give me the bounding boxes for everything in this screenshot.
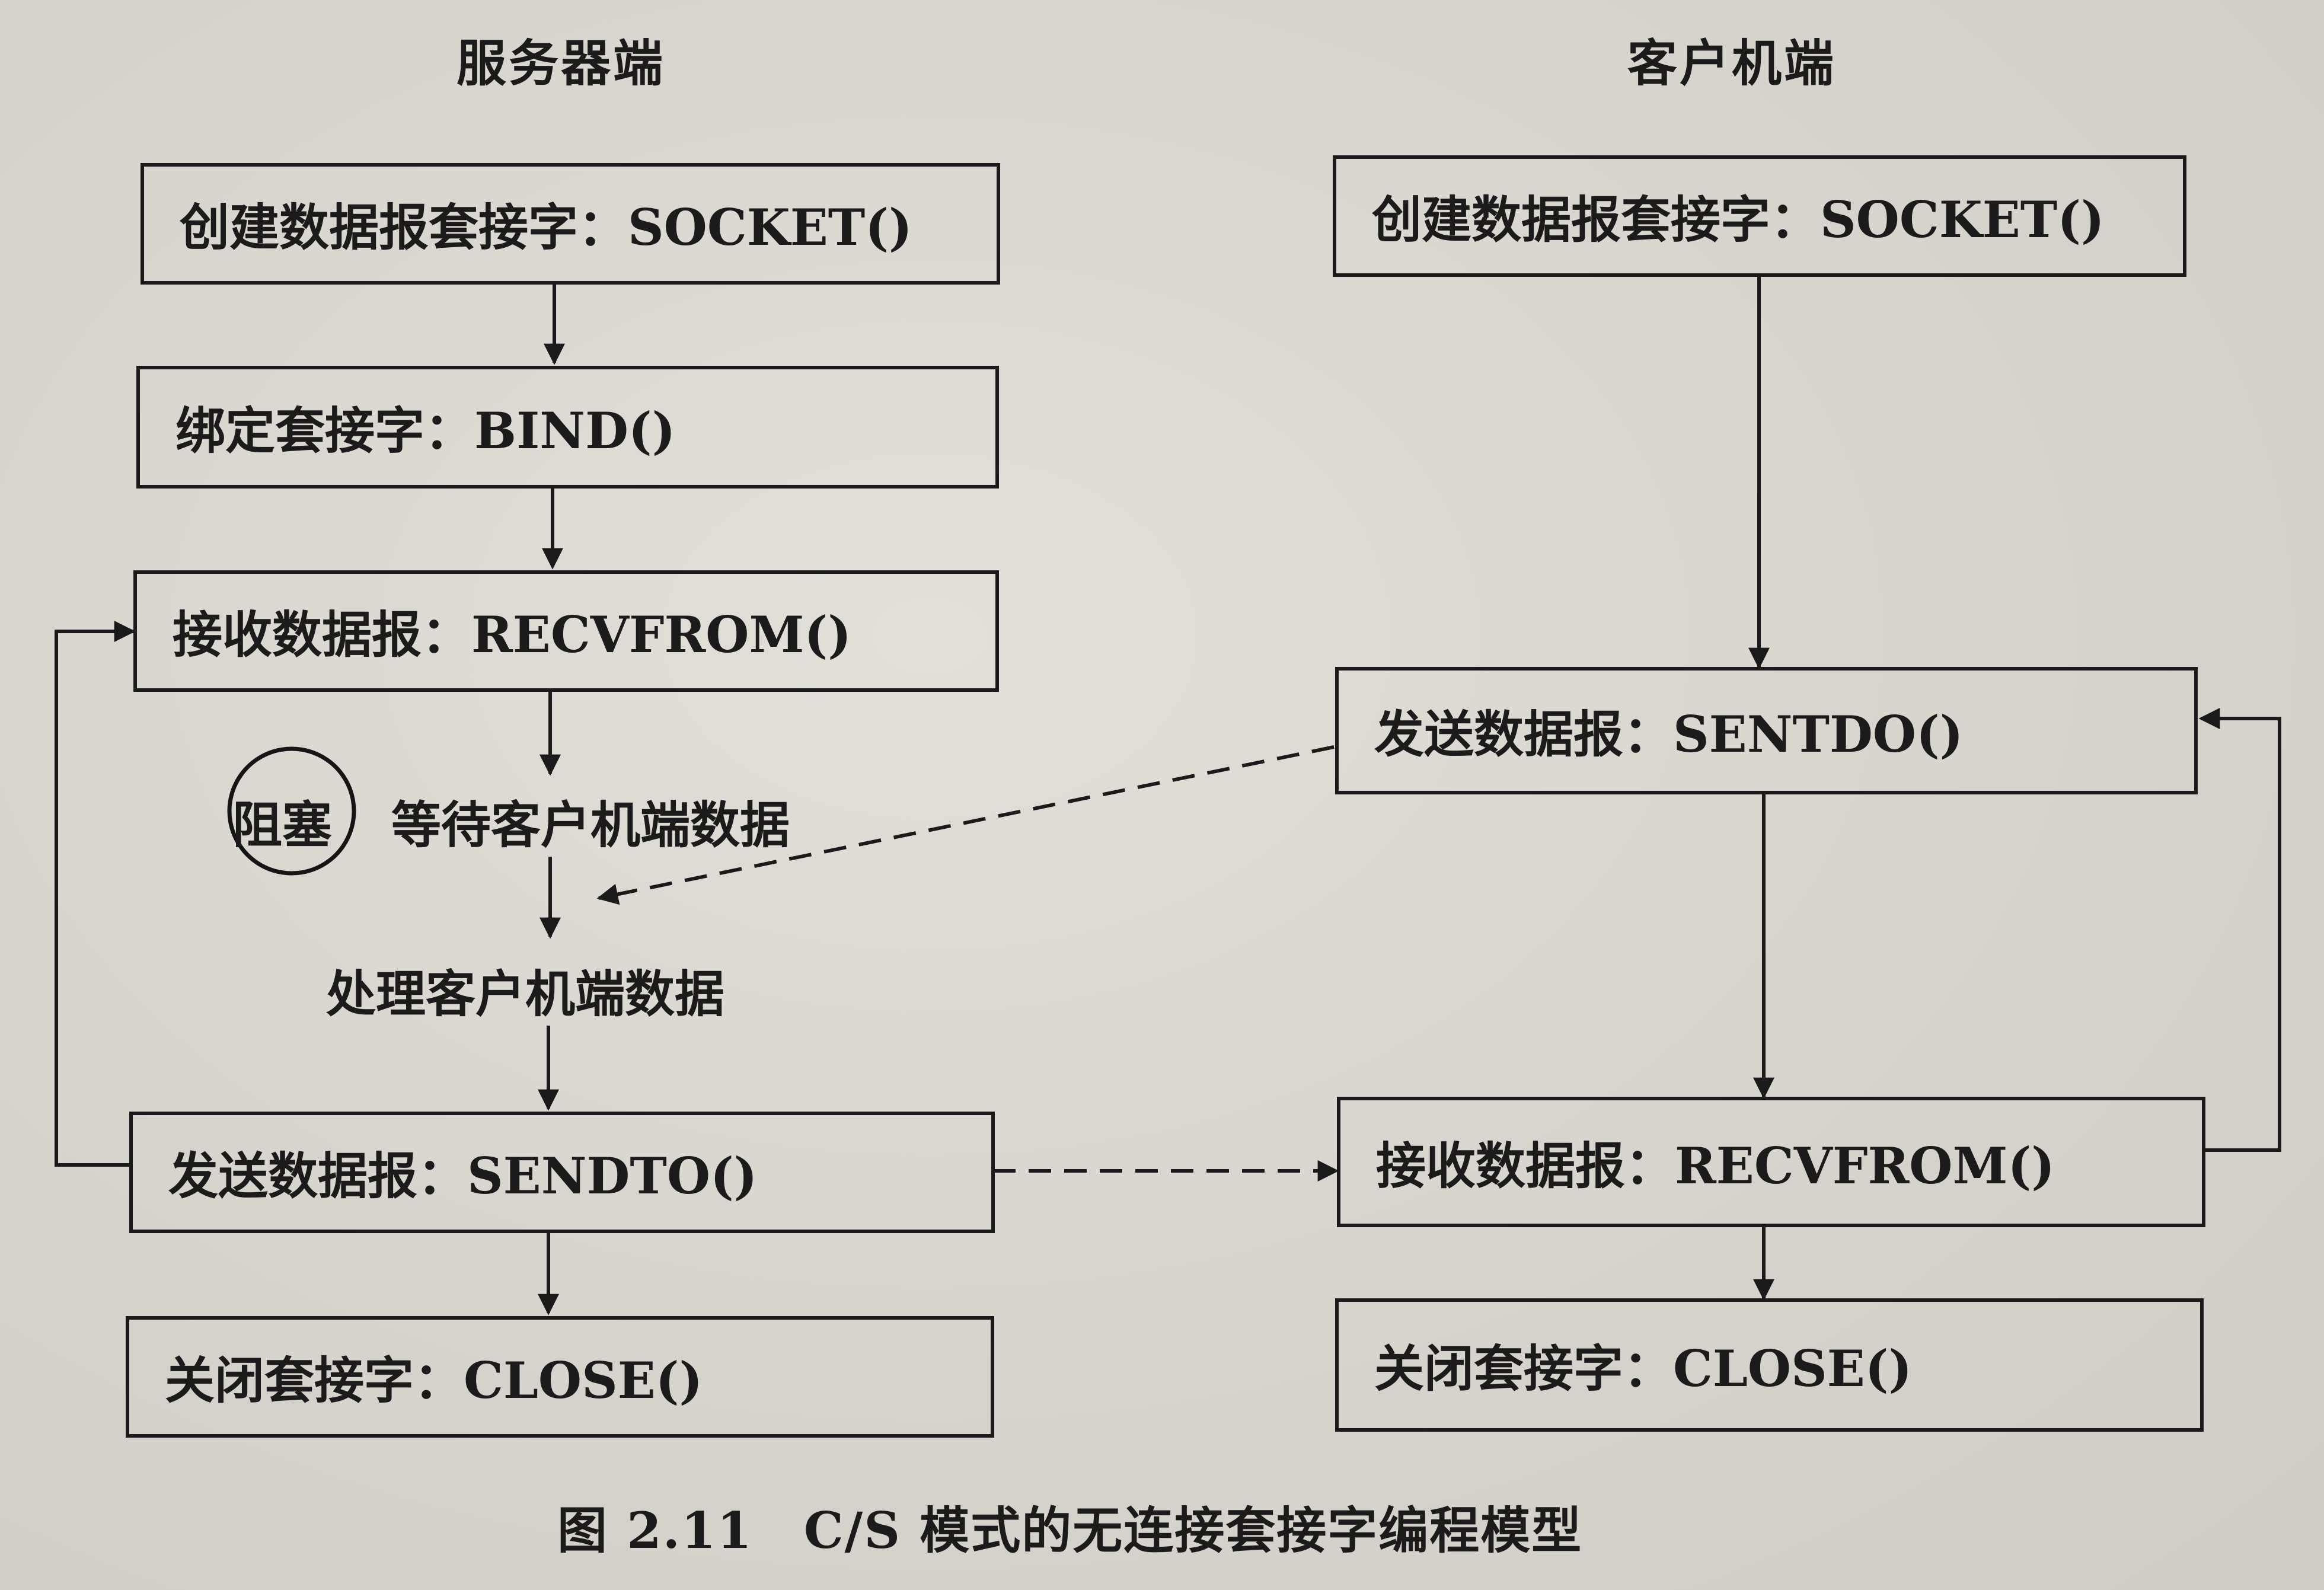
server-bind-box: 绑定套接字：BIND() bbox=[136, 366, 999, 489]
client-close-box: 关闭套接字：CLOSE() bbox=[1335, 1298, 2204, 1432]
server-close-label: 关闭套接字：CLOSE() bbox=[165, 1351, 703, 1410]
server-recvfrom-box: 接收数据报：RECVFROM() bbox=[133, 570, 999, 692]
handdrawn-circle bbox=[227, 746, 356, 876]
client-recvfrom-box: 接收数据报：RECVFROM() bbox=[1337, 1097, 2205, 1227]
server-wait-label: 等待客户机端数据 bbox=[391, 796, 790, 854]
client-sendto-label: 发送数据报：SENTDO() bbox=[1374, 705, 1964, 764]
server-socket-box: 创建数据报套接字：SOCKET() bbox=[141, 163, 1000, 285]
server-recvfrom-label: 接收数据报：RECVFROM() bbox=[173, 605, 851, 664]
server-close-box: 关闭套接字：CLOSE() bbox=[126, 1316, 994, 1438]
figure-caption: 图 2.11 C/S 模式的无连接套接字编程模型 bbox=[557, 1501, 1583, 1560]
server-process-label: 处理客户机端数据 bbox=[326, 965, 725, 1023]
client-recvfrom-label: 接收数据报：RECVFROM() bbox=[1376, 1136, 2055, 1195]
server-sendto-box: 发送数据报：SENDTO() bbox=[129, 1112, 995, 1233]
arrow-client-loop bbox=[2198, 708, 2281, 1152]
server-socket-label: 创建数据报套接字：SOCKET() bbox=[180, 198, 912, 257]
client-close-label: 关闭套接字：CLOSE() bbox=[1374, 1339, 1913, 1398]
block-note: 阻塞 bbox=[232, 796, 333, 854]
server-bind-label: 绑定套接字：BIND() bbox=[175, 401, 676, 460]
client-sendto-box: 发送数据报：SENTDO() bbox=[1335, 667, 2198, 794]
client-socket-box: 创建数据报套接字：SOCKET() bbox=[1333, 155, 2186, 277]
server-sendto-label: 发送数据报：SENDTO() bbox=[168, 1147, 758, 1205]
client-socket-label: 创建数据报套接字：SOCKET() bbox=[1372, 190, 2105, 249]
arrow-client-sendto-to-server-wait bbox=[596, 745, 1335, 905]
server-header: 服务器端 bbox=[456, 34, 666, 92]
arrow-server-loop bbox=[55, 621, 136, 1167]
client-header: 客户机端 bbox=[1627, 34, 1837, 92]
